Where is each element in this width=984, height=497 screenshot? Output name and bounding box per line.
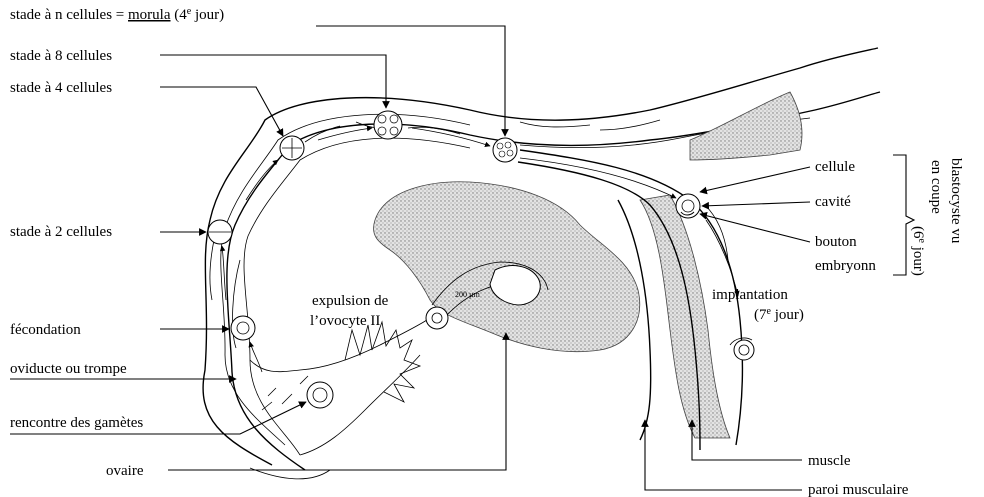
- label-oviducte: oviducte ou trompe: [10, 361, 127, 377]
- expelled-oocyte: [426, 307, 448, 329]
- label-morula-stage: stade à n cellules = morula (4e jour): [10, 6, 224, 23]
- ovary: [373, 182, 639, 352]
- svg-text:blastocyste vu: blastocyste vu: [948, 158, 964, 244]
- label-blastocyst-vertical-2: en coupe: [928, 160, 944, 214]
- blastocyst: [676, 194, 700, 218]
- label-rencontre: rencontre des gamètes: [10, 415, 143, 431]
- label-blastocyst-vertical-3: (6e jour): [910, 226, 927, 276]
- svg-text:en coupe: en coupe: [928, 160, 944, 214]
- svg-text:(6e jour): (6e jour): [910, 226, 927, 276]
- label-blastocyst-vertical: blastocyste vu: [948, 158, 964, 244]
- two-cell-embryo: [208, 220, 232, 244]
- label-stage-8: stade à 8 cellules: [10, 48, 112, 64]
- label-expulsion-line1: expulsion de: [312, 293, 389, 309]
- label-cellule: cellule: [815, 159, 855, 175]
- four-cell-embryo: [280, 136, 304, 160]
- label-muscle: muscle: [808, 453, 851, 469]
- label-stage-4: stade à 4 cellules: [10, 80, 112, 96]
- label-implantation: implantation: [712, 287, 788, 303]
- label-cavite: cavité: [815, 194, 851, 210]
- label-paroi: paroi musculaire: [808, 482, 909, 497]
- label-scale: 200 µm: [455, 290, 481, 299]
- label-stage-2: stade à 2 cellules: [10, 224, 112, 240]
- gamete-meeting-cell: [307, 382, 333, 408]
- morula-embryo: [493, 138, 517, 162]
- fertilization-cell: [231, 316, 255, 340]
- eight-cell-embryo: [374, 111, 402, 139]
- label-fecondation: fécondation: [10, 322, 81, 338]
- label-implantation-day: (7e jour): [754, 306, 804, 323]
- label-bouton-line1: bouton: [815, 234, 857, 250]
- label-ovaire: ovaire: [106, 463, 144, 479]
- label-expulsion-line2: l’ovocyte II: [310, 313, 380, 329]
- label-bouton-line2: embryonn: [815, 258, 876, 274]
